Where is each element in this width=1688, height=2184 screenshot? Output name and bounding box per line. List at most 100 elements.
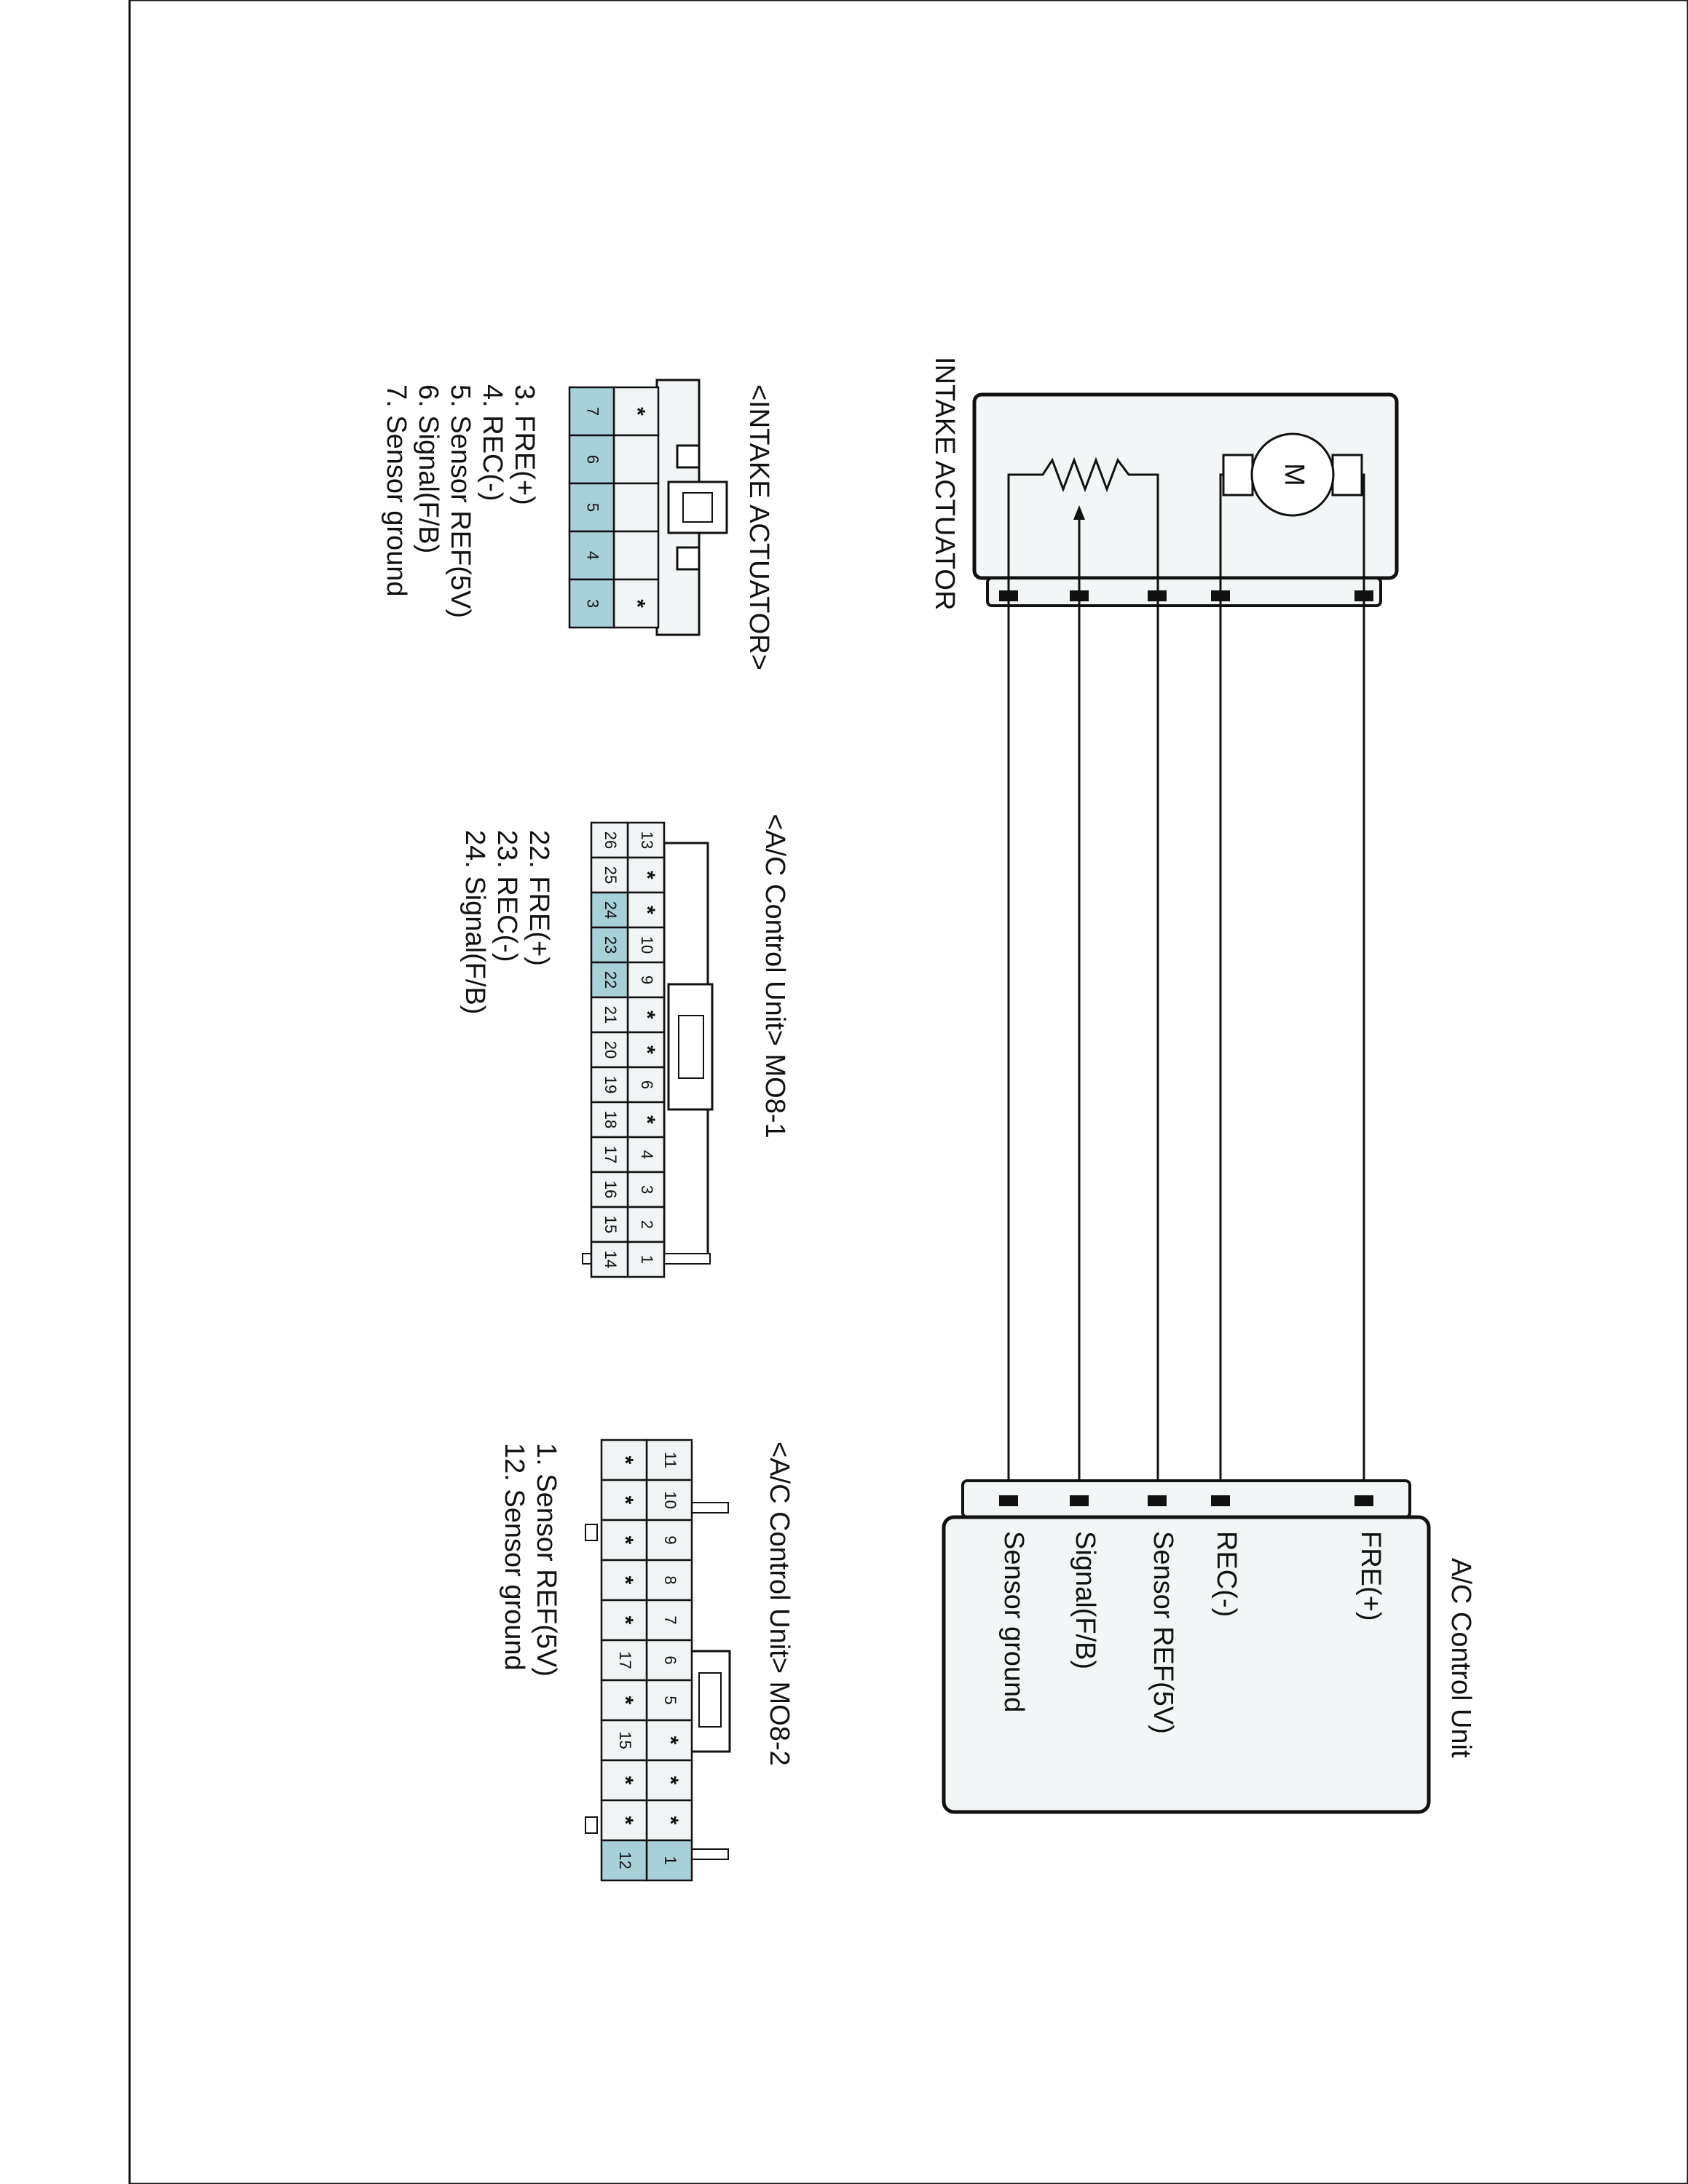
pin-number: 2 [638,1220,656,1229]
intake-legend-6: 6. Signal(F/B) [413,384,443,553]
unused-pin-label: * [635,871,659,879]
m08-1-legend-24: 24. Signal(F/B) [460,830,490,1014]
pin-number: 6 [584,455,602,464]
pin-number: 4 [584,551,602,560]
pin-cell [645,1559,693,1602]
pin-cell [590,1171,629,1208]
potentiometer-symbol [1007,456,1159,597]
pin-cell [612,530,660,581]
intake-legend-5: 5. Sensor REF(5V) [445,384,476,618]
pin-number: 1 [638,1255,656,1264]
pin-cell [600,1759,648,1802]
pin-cell [590,821,629,859]
unused-pin-label: * [613,1816,637,1825]
unused-pin-label: * [658,1816,682,1825]
pin-number: 15 [616,1731,634,1749]
pin-number: 4 [638,1150,656,1159]
pin-number: 6 [638,1080,656,1089]
pin-number: 3 [584,599,602,608]
pin-cell [645,1799,693,1842]
pin-cell [590,1136,629,1174]
pin-cell [645,1479,693,1522]
pin-cell [600,1639,648,1682]
control-unit-pin-markers [999,1495,1373,1506]
terminal-rec: REC(-) [1211,1531,1242,1617]
intake-legend-7: 7. Sensor ground [381,384,411,597]
pin-cell [612,434,660,485]
terminal-fre: FRE(+) [1355,1531,1386,1621]
pin-number: 9 [661,1535,679,1544]
pin-number: 15 [602,1216,620,1233]
pin-number: 10 [661,1491,679,1508]
unused-pin-label: * [635,1010,659,1019]
motor-label: M [1279,463,1309,486]
pin-number: 24 [602,901,620,919]
m08-1-legend-22: 22. FRE(+) [524,830,554,966]
pin-number: 11 [661,1452,679,1468]
unused-pin-label: * [626,407,650,416]
pin-number: 26 [602,831,620,849]
pin-cell [590,1241,629,1278]
terminal-sensor-ref: Sensor REF(5V) [1148,1531,1178,1734]
unused-pin-label: * [613,1456,637,1465]
unused-pin-label: * [635,906,659,914]
unused-pin-label: * [658,1776,682,1785]
pin-number: 7 [584,407,602,416]
pin-number: 12 [616,1851,634,1869]
page-frame [128,0,1688,2184]
pin-number: 13 [638,831,656,849]
pin-number: 17 [616,1651,634,1669]
pin-cell [626,961,666,999]
pin-number: 1 [661,1856,679,1864]
pin-number: 5 [584,503,602,512]
unused-pin-label: * [658,1736,682,1745]
pin-number: 5 [661,1696,679,1704]
motor-symbol: M [1219,432,1365,597]
unused-pin-label: * [613,1496,637,1505]
pin-cell [600,1599,648,1642]
control-unit-component: A/C Control Unit FRE(+) REC(-) Sensor RE… [942,1479,1476,1814]
pin-cell [600,1839,648,1882]
pin-number: 16 [602,1181,620,1198]
pin-cell [590,1031,629,1069]
m08-2-legend-12: 12. Sensor ground [499,1443,529,1671]
intake-actuator-component: M INTAKE ACTUATOR [929,357,1399,610]
unused-pin-label: * [613,1536,637,1545]
pin-number: 19 [602,1076,620,1093]
pin-number: 22 [602,971,620,989]
pin-number: 25 [602,866,620,884]
m08-2-legend-1: 1. Sensor REF(5V) [531,1443,561,1677]
pin-cell [612,386,660,437]
pin-cell [600,1439,648,1481]
unused-pin-label: * [613,1616,637,1625]
pin-number: 8 [661,1575,679,1584]
pin-number: 7 [661,1615,679,1624]
terminal-signal: Signal(F/B) [1070,1531,1100,1669]
terminal-sensor-ground: Sensor ground [998,1531,1029,1712]
pin-cell [590,1101,629,1139]
control-unit-title: A/C Control Unit [1446,1558,1476,1758]
pin-cell [568,578,615,629]
actuator-title: INTAKE ACTUATOR [929,357,960,610]
pin-cell [645,1519,693,1562]
unused-pin-label: * [635,1045,659,1054]
unused-pin-label: * [635,1115,659,1124]
pin-number: 23 [602,936,620,954]
pin-cell [612,578,660,629]
pin-cell [626,1101,666,1139]
pin-cell [645,1719,693,1762]
pin-cell [626,1031,666,1069]
pin-number: 10 [638,936,656,954]
unused-pin-label: * [613,1776,637,1785]
unused-pin-label: * [613,1696,637,1705]
intake-legend-4: 4. REC(-) [477,384,508,501]
pin-number: 14 [602,1251,620,1268]
pin-number: 3 [638,1185,656,1194]
pin-cell [568,530,615,581]
pin-number: 9 [638,976,656,984]
pin-number: 6 [661,1655,679,1664]
intake-connector-title: <INTAKE ACTUATOR> [744,384,774,670]
